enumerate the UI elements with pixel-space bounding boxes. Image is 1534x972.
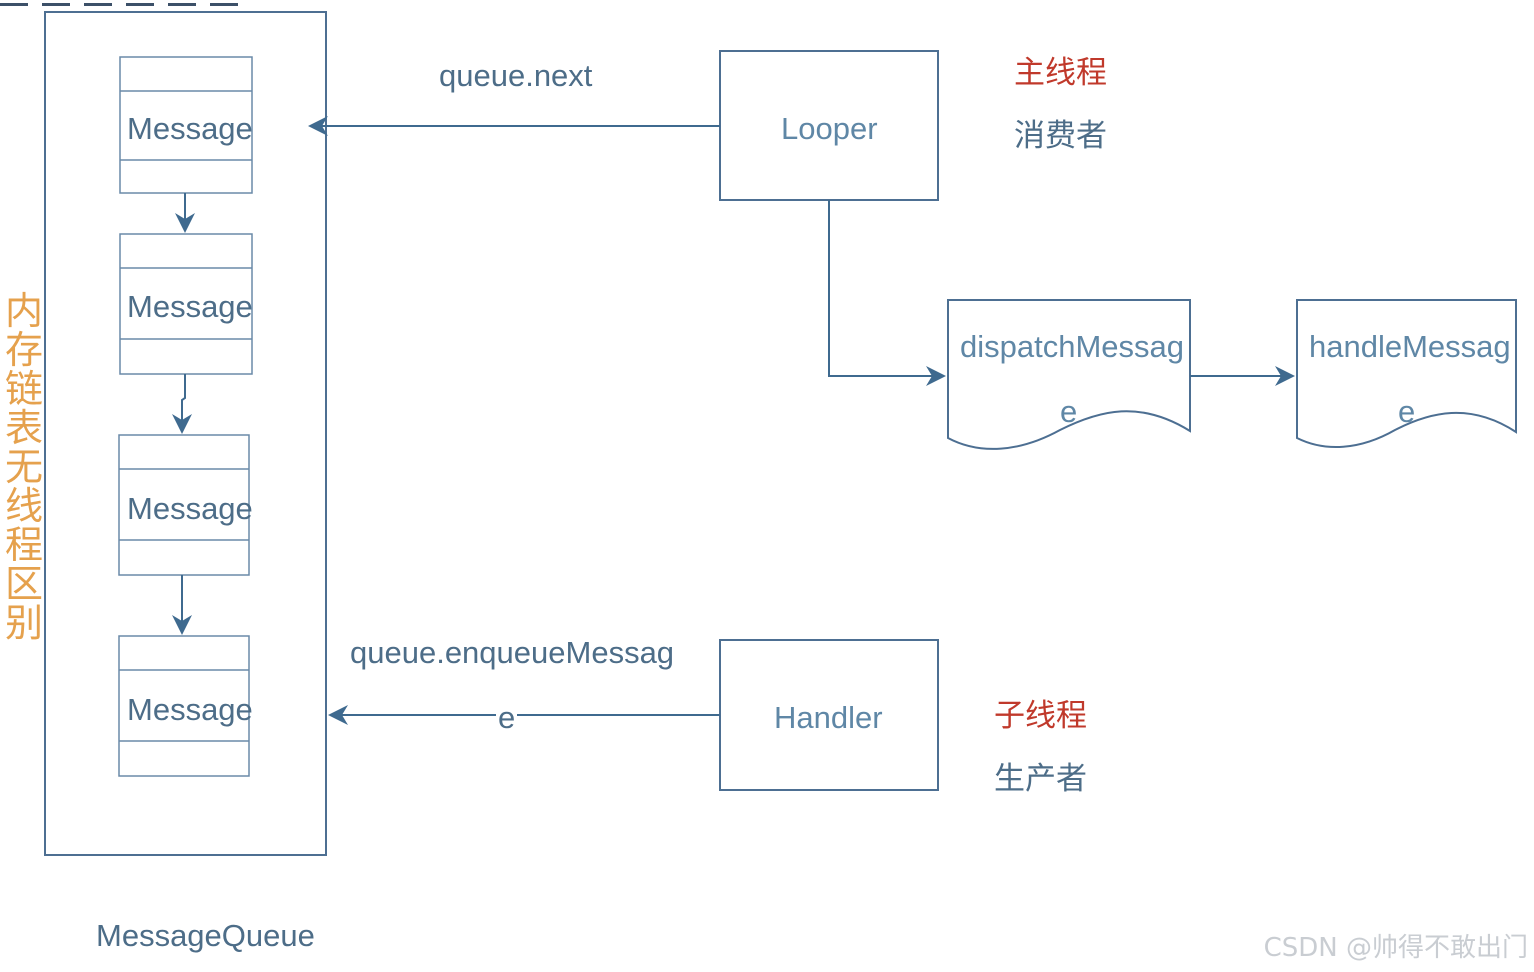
message-label: Message xyxy=(127,289,253,324)
handler-label: Handler xyxy=(774,700,883,735)
message-label: Message xyxy=(127,491,253,526)
looper-thread-note: 主线程 xyxy=(1014,55,1107,91)
looper-role-note: 消费者 xyxy=(1014,118,1107,154)
handle-message-box xyxy=(1296,299,1517,448)
enqueue-label-line1: queue.enqueueMessag xyxy=(350,635,675,670)
message-label: Message xyxy=(127,692,253,727)
side-label-text: 内存链表无线程区别 xyxy=(4,289,43,645)
dispatch-message-box xyxy=(947,299,1191,450)
message-node xyxy=(118,635,250,777)
cropped-title-fragment xyxy=(0,0,290,6)
handler-thread-note: 子线程 xyxy=(994,698,1087,734)
queue-next-label: queue.next xyxy=(439,58,593,93)
dispatch-label-line1: dispatchMessag xyxy=(960,329,1185,364)
side-vertical-label: 内存链表无线程区别 xyxy=(2,292,46,643)
link-arrow xyxy=(172,374,192,434)
handle-label-line2: e xyxy=(1398,394,1416,429)
message-queue-box xyxy=(44,11,327,856)
dispatch-label-line2: e xyxy=(1060,394,1078,429)
dispatch-arrow xyxy=(828,200,946,386)
message-node xyxy=(118,434,250,576)
looper-label: Looper xyxy=(781,111,878,146)
enqueue-label-line2: e xyxy=(496,700,518,735)
message-label: Message xyxy=(127,111,253,146)
handler-role-note: 生产者 xyxy=(994,761,1087,797)
message-queue-label: MessageQueue xyxy=(96,918,315,953)
watermark: CSDN @帅得不敢出门 xyxy=(1263,933,1528,963)
handle-label-line1: handleMessag xyxy=(1309,329,1511,364)
